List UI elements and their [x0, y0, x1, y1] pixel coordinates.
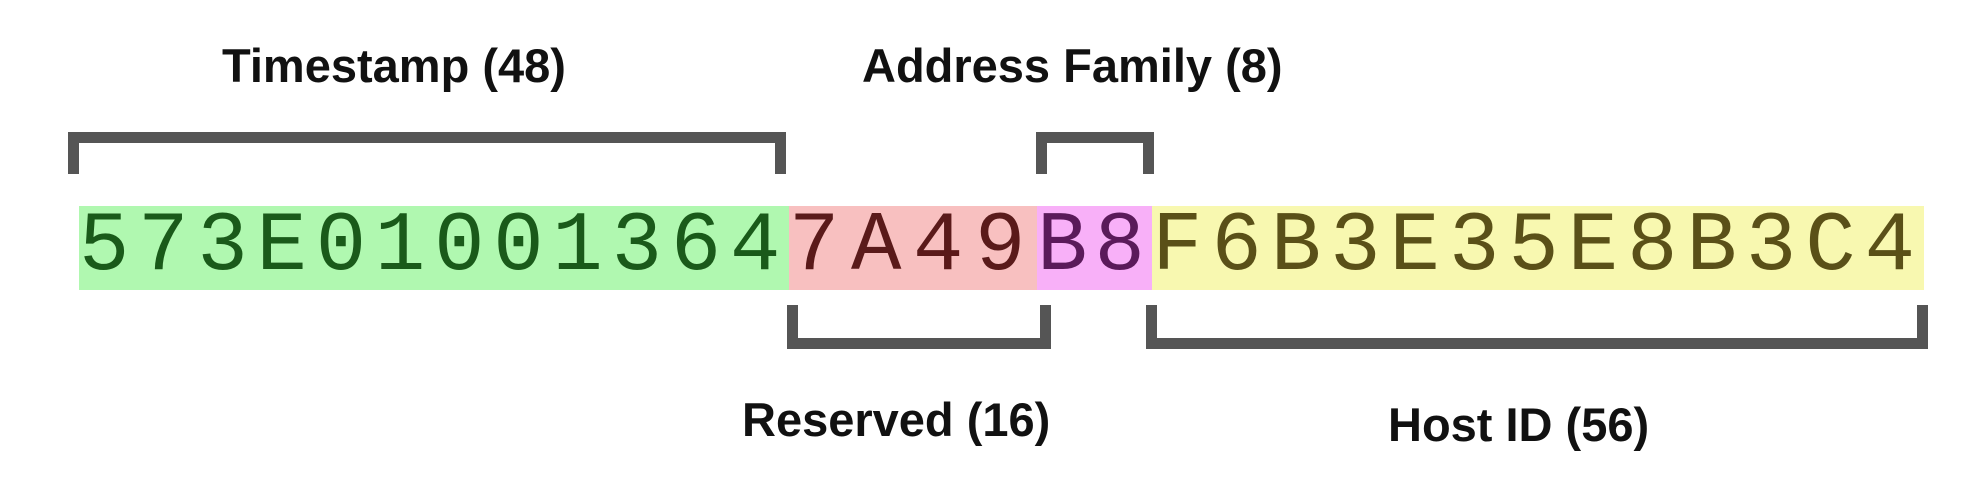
reserved-segment: 7A49 [789, 206, 1037, 290]
timestamp-segment: 573E01001364 [79, 206, 789, 290]
host-id-label: Host ID (56) [1388, 398, 1650, 451]
address-family-bracket [1036, 132, 1154, 174]
timestamp-bracket [68, 132, 786, 174]
address-family-label: Address Family (8) [862, 39, 1283, 92]
reserved-bracket [787, 305, 1051, 349]
reserved-label: Reserved (16) [742, 393, 1051, 446]
timestamp-label: Timestamp (48) [222, 39, 566, 92]
host-id-bracket [1146, 305, 1928, 349]
address-family-segment: B8 [1037, 206, 1152, 290]
host-id-segment: F6B3E35E8B3C4 [1152, 206, 1924, 290]
